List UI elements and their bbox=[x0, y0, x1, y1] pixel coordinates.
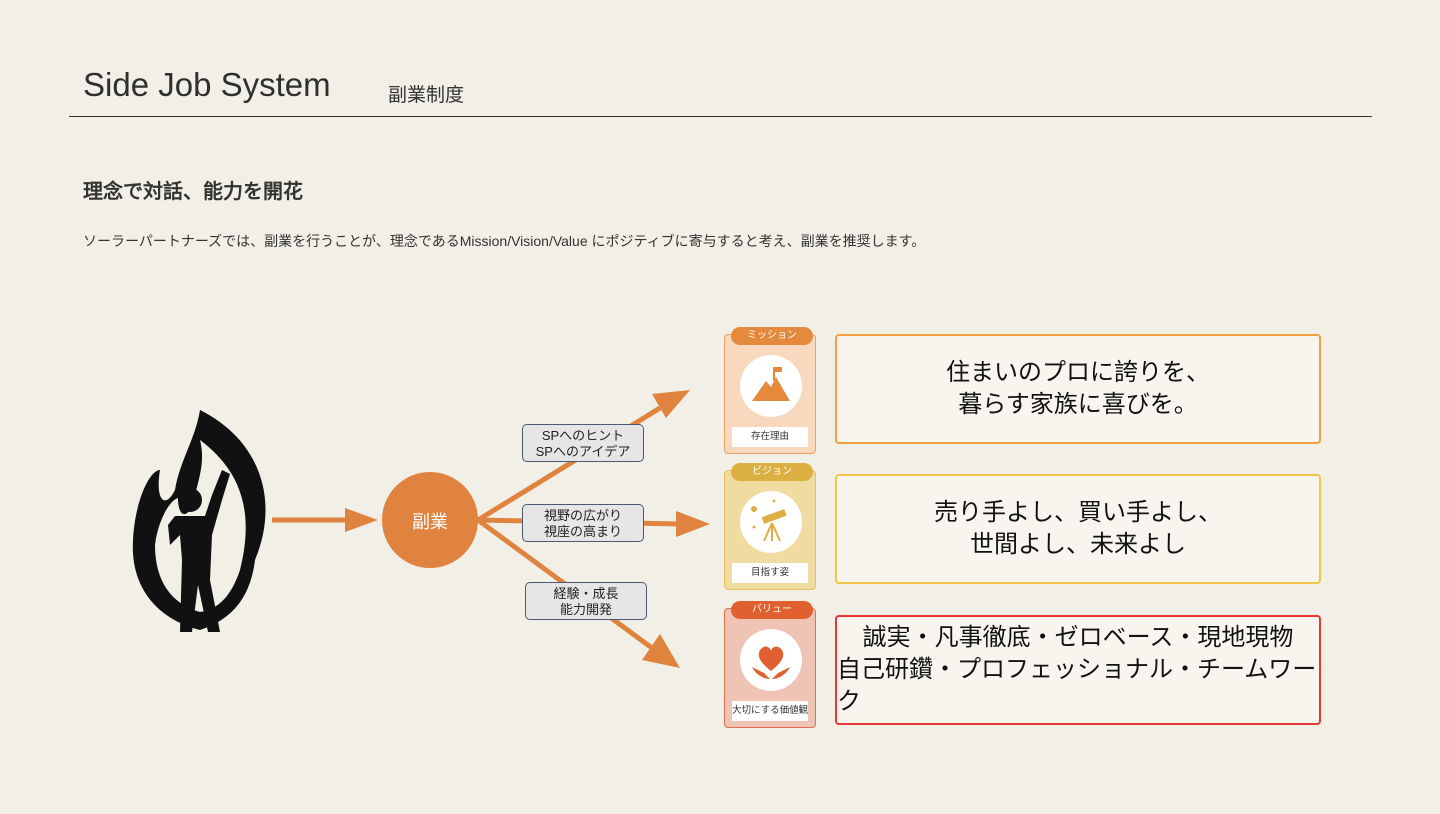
side-job-label: 副業 bbox=[412, 512, 448, 532]
vision-card: ビジョン 目指す姿 bbox=[724, 463, 816, 590]
vision-caption: 目指す姿 bbox=[732, 563, 808, 583]
mission-card: ミッション 存在理由 bbox=[724, 327, 816, 454]
value-card: バリュー 大切にする価値観 bbox=[724, 601, 816, 728]
side-job-circle bbox=[382, 472, 478, 568]
section-heading: 理念で対話、能力を開花 bbox=[83, 181, 303, 203]
value-caption: 大切にする価値観 bbox=[732, 701, 808, 721]
heart-hands-icon bbox=[752, 646, 790, 679]
page-title-jp: 副業制度 bbox=[388, 85, 465, 106]
branch-label-growth: 経験・成長能力開発 bbox=[525, 582, 647, 620]
mission-tag: ミッション bbox=[731, 327, 813, 345]
value-statement: 誠実・凡事徹底・ゼロベース・現地現物自己研鑽・プロフェッショナル・チームワーク bbox=[835, 615, 1321, 725]
person-on-fire-icon bbox=[132, 410, 266, 632]
mission-caption: 存在理由 bbox=[732, 427, 808, 447]
value-tag: バリュー bbox=[731, 601, 813, 619]
mountain-flag-icon bbox=[752, 367, 790, 401]
description: ソーラーパートナーズでは、副業を行うことが、理念であるMission/Visio… bbox=[83, 233, 926, 249]
telescope-icon bbox=[751, 499, 787, 542]
header-divider bbox=[69, 116, 1372, 117]
branch-label-perspective: 視野の広がり視座の高まり bbox=[522, 504, 644, 542]
mission-statement: 住まいのプロに誇りを、暮らす家族に喜びを。 bbox=[835, 334, 1321, 444]
page-title: Side Job System bbox=[83, 66, 331, 103]
vision-statement: 売り手よし、買い手よし、世間よし、未来よし bbox=[835, 474, 1321, 584]
vision-tag: ビジョン bbox=[731, 463, 813, 481]
